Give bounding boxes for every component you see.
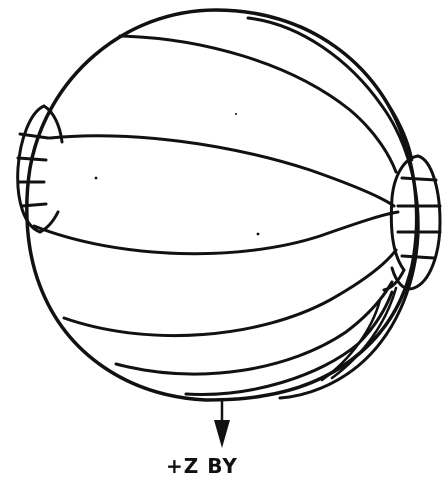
- meridian-bands: [34, 36, 398, 394]
- sphere-outline: [27, 10, 417, 400]
- rear-strips: [300, 26, 412, 380]
- left-cap: [18, 106, 62, 232]
- speck-marks: [95, 113, 384, 323]
- axis-label: +Z BY: [166, 454, 286, 478]
- z-axis-arrow: [214, 400, 230, 448]
